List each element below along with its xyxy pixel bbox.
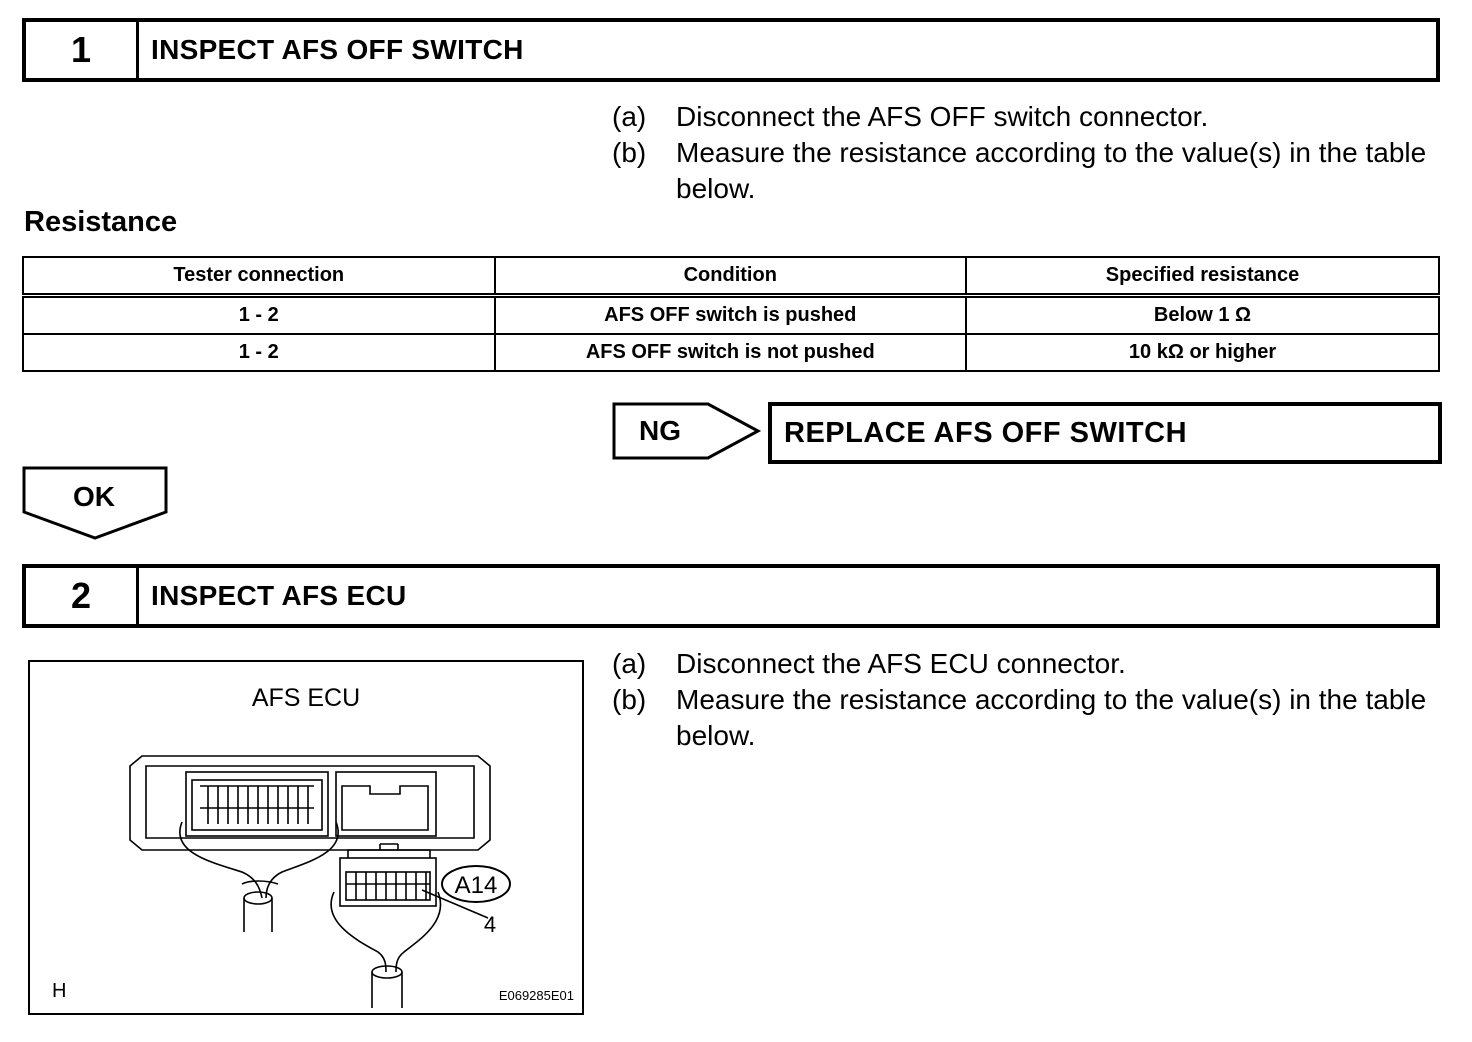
step-1-title: INSPECT AFS OFF SWITCH: [151, 34, 524, 65]
table-cell: AFS OFF switch is not pushed: [493, 333, 968, 372]
table-cell: 1 - 2: [22, 294, 496, 335]
table-cell: 10 kΩ or higher: [965, 333, 1440, 372]
instruction-item: (a) Disconnect the AFS ECU connector.: [612, 646, 1432, 682]
ok-label: OK: [73, 481, 115, 512]
ng-action-text: REPLACE AFS OFF SWITCH: [784, 416, 1188, 449]
afs-ecu-figure: AFS ECU A14 4 H E: [28, 660, 584, 1015]
table-cell: Below 1 Ω: [965, 294, 1440, 335]
instruction-letter: (a): [612, 648, 647, 679]
instruction-text: Disconnect the AFS ECU connector.: [676, 648, 1126, 679]
instruction-text: Measure the resistance according to the …: [676, 137, 1427, 204]
instruction-item: (b) Measure the resistance according to …: [612, 682, 1432, 754]
resistance-heading: Resistance: [24, 206, 178, 238]
table-row: 1 - 2 AFS OFF switch is not pushed 10 kΩ…: [22, 333, 1440, 372]
instruction-text: Measure the resistance according to the …: [676, 684, 1427, 751]
column-header-tester-connection: Tester connection: [22, 256, 496, 298]
instruction-item: (b) Measure the resistance according to …: [612, 135, 1432, 207]
figure-title: AFS ECU: [251, 684, 361, 712]
step-2-header: 2 INSPECT AFS ECU: [22, 564, 1440, 628]
instruction-text: Disconnect the AFS OFF switch connector.: [676, 101, 1209, 132]
column-header-specified-resistance: Specified resistance: [965, 256, 1440, 298]
afs-ecu-illustration: A14 4: [129, 755, 511, 1008]
step-2-number: 2: [26, 568, 139, 624]
ng-arrow: NG: [612, 402, 762, 460]
instruction-letter: (b): [612, 684, 647, 715]
table-cell: AFS OFF switch is pushed: [493, 294, 968, 335]
ng-action-box: REPLACE AFS OFF SWITCH: [768, 402, 1442, 464]
instruction-letter: (b): [612, 137, 647, 168]
table-row: 1 - 2 AFS OFF switch is pushed Below 1 Ω: [22, 294, 1440, 335]
step-2-instructions: (a) Disconnect the AFS ECU connector. (b…: [612, 646, 1432, 754]
figure-corner-letter: H: [52, 980, 67, 1002]
resistance-table: Tester connection Condition Specified re…: [22, 256, 1440, 372]
step-1-instructions: (a) Disconnect the AFS OFF switch connec…: [612, 99, 1432, 207]
step-1-header: 1 INSPECT AFS OFF SWITCH: [22, 18, 1440, 82]
connector-id-label: A14: [455, 872, 498, 899]
step-2-title: INSPECT AFS ECU: [151, 580, 407, 611]
figure-code: E069285E01: [498, 988, 574, 1003]
column-header-condition: Condition: [493, 256, 968, 298]
pin-number-label: 4: [484, 912, 496, 937]
ng-label: NG: [639, 415, 681, 446]
ok-arrow: OK: [22, 466, 168, 540]
instruction-item: (a) Disconnect the AFS OFF switch connec…: [612, 99, 1432, 135]
table-cell: 1 - 2: [22, 333, 496, 372]
table-header-row: Tester connection Condition Specified re…: [22, 256, 1440, 298]
instruction-letter: (a): [612, 101, 647, 132]
step-1-number: 1: [26, 22, 139, 78]
